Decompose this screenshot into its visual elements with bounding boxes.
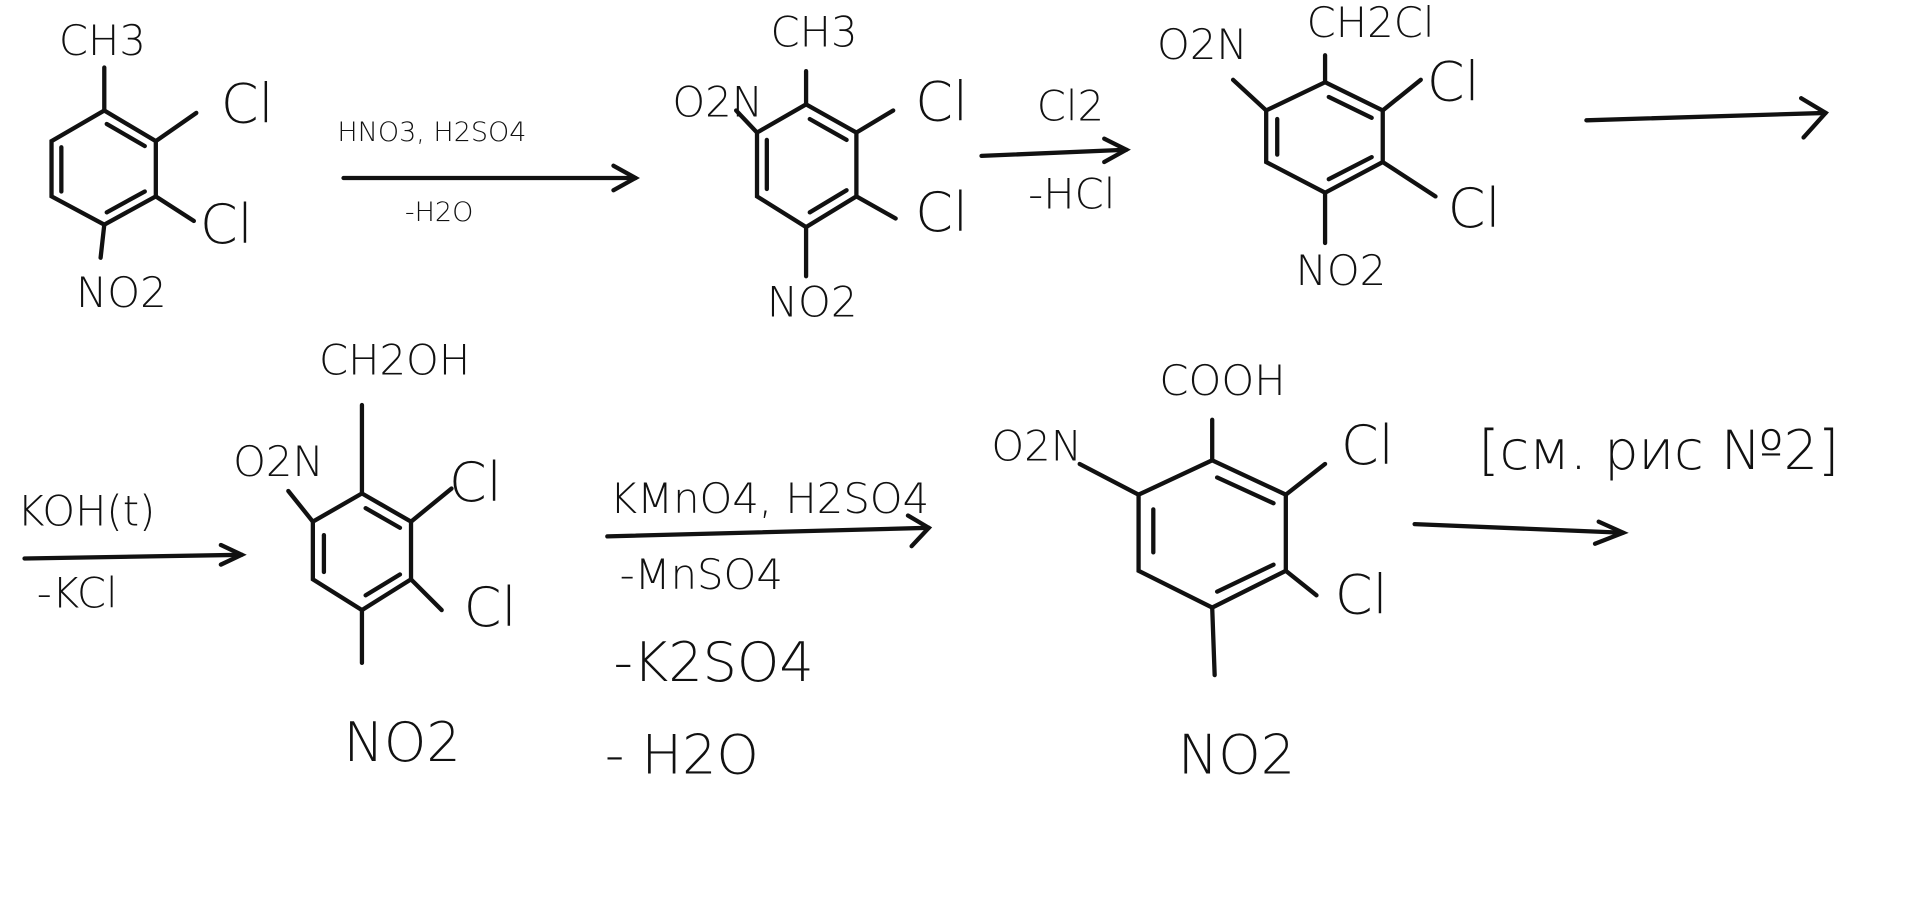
- substituent-left: O2N: [1157, 20, 1248, 69]
- byproduct: -HCl: [1028, 170, 1115, 219]
- reagents: KMnO4, H2SO4: [610, 474, 929, 523]
- reaction-arrow-6: [см. рис №2]: [1412, 419, 1839, 546]
- benzene-ring: [1136, 457, 1288, 610]
- substituent-cl: Cl: [464, 576, 517, 639]
- byproduct: - H2O: [605, 723, 759, 786]
- substituent-left: O2N: [991, 421, 1082, 470]
- benzene-ring: [1264, 79, 1385, 196]
- substituent-top: CH2Cl: [1307, 0, 1435, 47]
- reagents: KOH(t): [17, 486, 155, 535]
- reference-note: [см. рис №2]: [1478, 419, 1839, 482]
- benzene-ring: [49, 107, 158, 228]
- byproduct: -KCl: [37, 569, 118, 618]
- substituent-cl: Cl: [449, 451, 502, 514]
- byproduct: -K2SO4: [613, 631, 813, 694]
- reaction-arrow-1: HNO3, H2SO4 -H2O: [337, 117, 640, 228]
- substituent-cl: Cl: [915, 70, 968, 133]
- compound-5: COOH O2N Cl Cl NO2: [991, 356, 1393, 786]
- reaction-arrow-3: [1584, 96, 1830, 140]
- substituent-cl: Cl: [1448, 177, 1501, 240]
- substituent-top: CH3: [59, 16, 146, 65]
- substituent-left: O2N: [233, 437, 324, 486]
- reaction-arrow-4: KOH(t) -KCl: [17, 486, 247, 618]
- substituent-cl: Cl: [221, 73, 274, 136]
- compound-1: CH3 Cl Cl NO2: [49, 16, 274, 317]
- reagents: HNO3, H2SO4: [337, 117, 526, 148]
- substituent-bottom: NO2: [1296, 246, 1387, 295]
- substituent-bottom: NO2: [767, 278, 858, 327]
- substituent-left: O2N: [672, 78, 763, 127]
- compound-3: CH2Cl O2N Cl Cl NO2: [1157, 0, 1500, 295]
- reaction-arrow-5: KMnO4, H2SO4 -MnSO4 -K2SO4 - H2O: [605, 474, 933, 786]
- substituent-bottom: NO2: [344, 711, 461, 774]
- benzene-ring: [754, 101, 859, 230]
- substituent-cl: Cl: [200, 193, 253, 256]
- substituent-top: CH2OH: [319, 335, 470, 384]
- benzene-ring: [310, 490, 414, 613]
- compound-4: CH2OH O2N Cl Cl NO2: [233, 335, 516, 774]
- compound-2: CH3 O2N Cl Cl NO2: [672, 8, 968, 327]
- substituent-bottom: NO2: [76, 268, 167, 317]
- substituent-bottom: NO2: [1178, 723, 1295, 786]
- substituent-top: CH3: [771, 8, 858, 57]
- substituent-cl: Cl: [1341, 414, 1394, 477]
- reagents: Cl2: [1037, 81, 1104, 130]
- byproduct: -H2O: [405, 197, 473, 228]
- substituent-cl: Cl: [1335, 564, 1388, 627]
- reaction-arrow-2: Cl2 -HCl: [979, 81, 1131, 219]
- substituent-cl: Cl: [915, 181, 968, 244]
- substituent-top: COOH: [1159, 356, 1285, 405]
- byproduct: -MnSO4: [620, 550, 783, 599]
- substituent-cl: Cl: [1427, 51, 1480, 114]
